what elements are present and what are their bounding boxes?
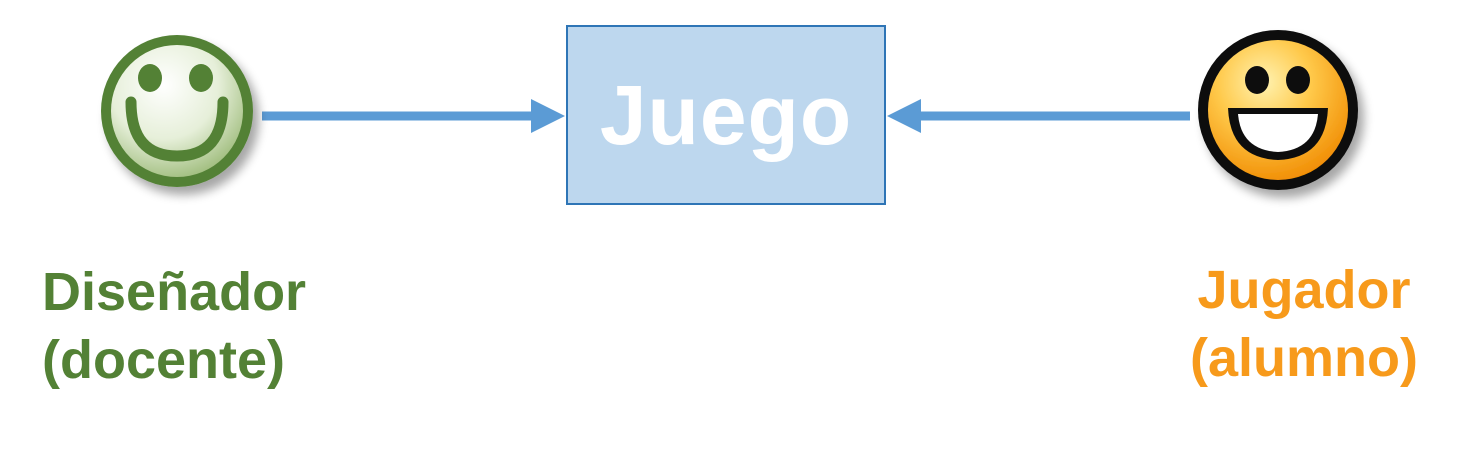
designer-label: Diseñador (docente): [42, 258, 306, 394]
player-label: Jugador (alumno): [1190, 256, 1418, 392]
player-subtitle: (alumno): [1190, 328, 1418, 388]
smiley-orange-grin-icon: [1198, 30, 1358, 190]
player-role: Jugador: [1197, 260, 1411, 320]
designer-subtitle: (docente): [42, 330, 285, 390]
game-box: Juego: [566, 25, 886, 205]
arrow-player-to-game: [887, 99, 1190, 133]
game-label: Juego: [599, 68, 853, 162]
smiley-green-icon: [101, 35, 253, 187]
arrow-designer-to-game: [262, 99, 565, 133]
designer-role: Diseñador: [42, 262, 307, 322]
